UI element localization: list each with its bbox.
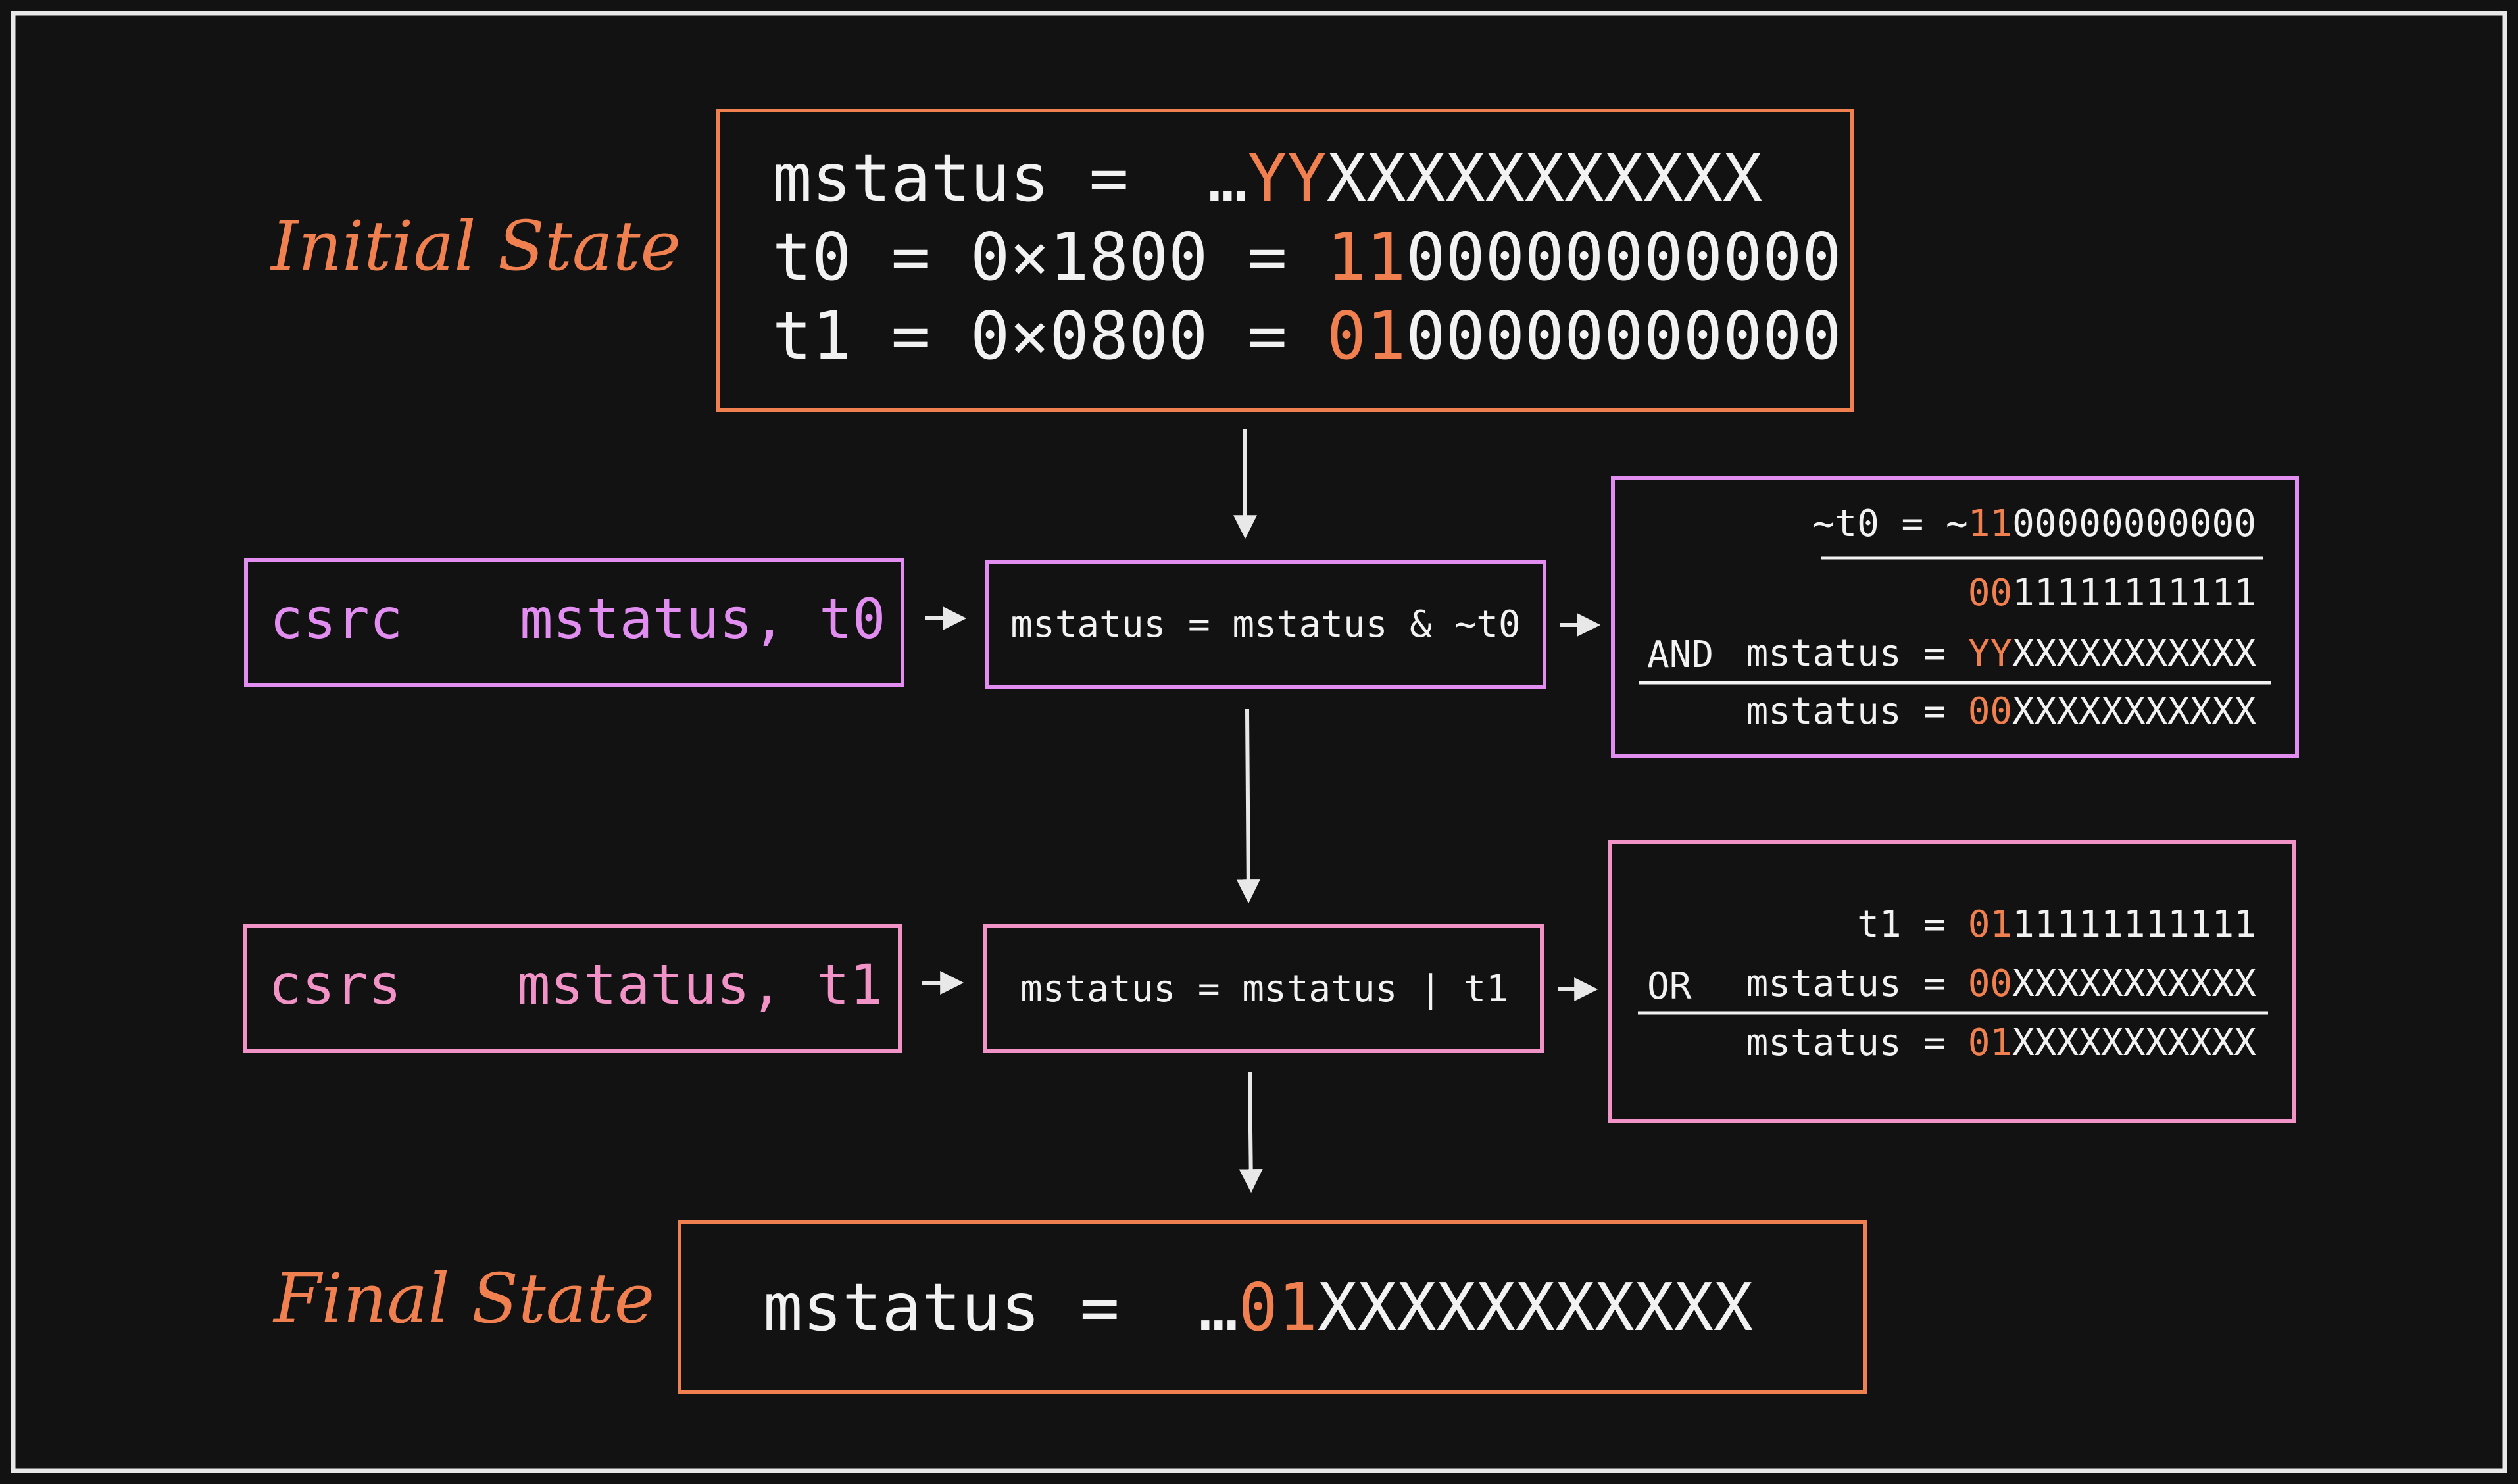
csrc-not-hi-bits: 11 [1968,503,2012,545]
csrs-value-prefix: t1 = [1857,903,1968,946]
csrs-calc-operand-line: mstatus = 00XXXXXXXXXXX [1746,962,2257,1005]
csrs-operand-prefix: mstatus = [1746,962,1968,1005]
csrc-inverted-rest-bits: 11111111111 [2012,572,2256,614]
csrc-mnemonic: csrc [270,587,403,651]
csrc-calc-box [1611,476,2299,758]
csrs-operation-box [983,924,1544,1053]
csrc-result-rest-bits: XXXXXXXXXXX [2012,690,2256,733]
initial-t0-prefix: t0 = 0×1800 = [772,218,1327,295]
csrs-calc-value-line: t1 = 0111111111111 [1857,903,2256,946]
initial-t0-rest-bits: 00000000000 [1406,218,1841,295]
initial-t0-hi-bits: 11 [1327,218,1406,295]
csrc-operation-text: mstatus = mstatus & ~t0 [1010,603,1520,646]
csrs-calc-op: OR [1647,965,1692,1008]
csrc-operands: mstatus, t0 [520,587,885,651]
csrs-result-prefix: mstatus = [1746,1022,1968,1064]
csrs-result-rest-bits: XXXXXXXXXXX [2012,1022,2256,1064]
csrc-operand-hi-bits: YY [1968,632,2012,675]
csrs-instruction-box [243,924,902,1053]
csrc-operand-rest-bits: XXXXXXXXXXX [2012,632,2256,675]
initial-t1-rest-bits: 00000000000 [1406,297,1841,374]
initial-state-label: Initial State [270,206,681,286]
csrc-operation-box [985,560,1546,689]
initial-t1-hi-bits: 01 [1327,297,1406,374]
initial-mstatus-dots: … [1208,139,1247,216]
csrs-operation-text: mstatus = mstatus | t1 [1020,968,1508,1010]
csrc-inverted-hi-bits: 00 [1968,572,2012,614]
outer-frame [11,11,2507,1473]
csrs-result-hi-bits: 01 [1968,1022,2012,1064]
initial-t1-line: t1 = 0×0800 = 0100000000000 [772,297,1842,374]
initial-t1-prefix: t1 = 0×0800 = [772,297,1327,374]
csrs-calc-box [1608,840,2296,1123]
csrc-calc-result-line: mstatus = 00XXXXXXXXXXX [1746,690,2257,733]
initial-mstatus-rest-bits: XXXXXXXXXXX [1327,139,1762,216]
final-state-label: Final State [272,1258,654,1339]
initial-mstatus-prefix: mstatus = [772,139,1208,216]
final-mstatus-line: mstatus = …01XXXXXXXXXXX [763,1269,1753,1346]
csrc-instruction-box [244,558,904,687]
final-state-box [678,1220,1867,1394]
initial-mstatus-hi-bits: YY [1247,139,1326,216]
csrs-calc-result-line: mstatus = 01XXXXXXXXXXX [1746,1022,2257,1064]
csrc-operand-prefix: mstatus = [1746,632,1968,675]
csrc-result-prefix: mstatus = [1746,690,1968,733]
csrs-value-hi-bits: 01 [1968,903,2012,946]
final-mstatus-dots: … [1198,1269,1238,1346]
initial-t0-line: t0 = 0×1800 = 1100000000000 [772,218,1842,295]
csrc-calc-not-line: ~t0 = ~1100000000000 [1813,503,2256,545]
csrs-operands: mstatus, t1 [517,952,883,1017]
csrc-not-rest-bits: 00000000000 [2012,503,2256,545]
csrs-operand-hi-bits: 00 [1968,962,2012,1005]
initial-state-box [716,109,1854,412]
arrow-csrs-to-final [1239,1072,1263,1193]
csrs-operand-rest-bits: XXXXXXXXXXX [2012,962,2256,1005]
initial-mstatus-line: mstatus = …YYXXXXXXXXXXX [772,139,1762,216]
csrc-calc-operand-line: mstatus = YYXXXXXXXXXXX [1746,632,2257,675]
final-mstatus-hi-bits: 01 [1238,1269,1317,1346]
csrc-calc-op: AND [1647,633,1714,676]
csrs-mnemonic: csrs [268,952,401,1017]
csrs-value-rest-bits: 11111111111 [2012,903,2256,946]
csrc-result-hi-bits: 00 [1968,690,2012,733]
csrc-calc-inverted-line: 0011111111111 [1968,572,2256,614]
csrc-not-prefix: ~t0 = ~ [1813,503,1968,545]
arrow-csrc-to-csrs [1236,708,1260,904]
final-mstatus-prefix: mstatus = [763,1269,1198,1346]
final-mstatus-rest-bits: XXXXXXXXXXX [1318,1269,1753,1346]
